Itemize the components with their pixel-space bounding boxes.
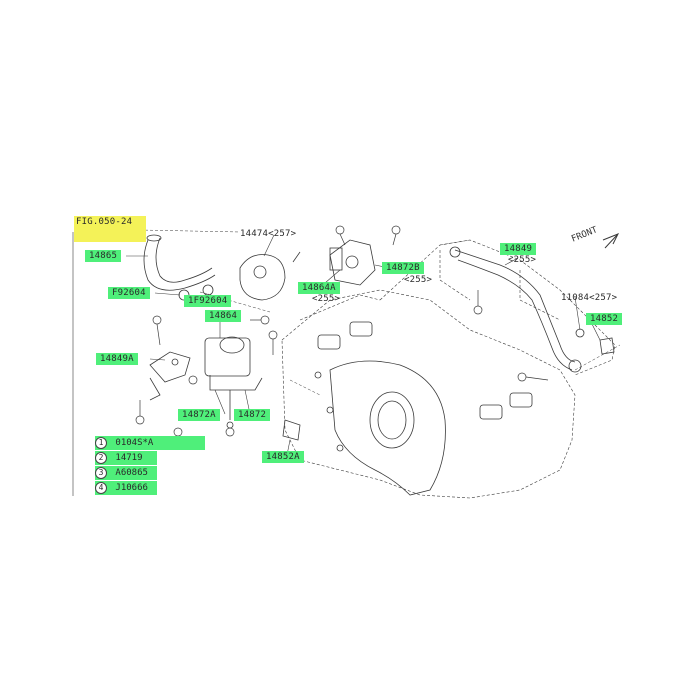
front-arrow-icon: [602, 233, 620, 249]
legend-code: 14719: [115, 453, 143, 463]
legend-code: 0104S*A: [115, 438, 154, 448]
legend-code: A60865: [115, 468, 148, 478]
gasket-14852A: [282, 419, 301, 441]
timing-cover: [314, 360, 446, 496]
clip-11084: [575, 328, 585, 338]
cylinder-head-ports: [317, 321, 533, 420]
bracket-14849A: [149, 351, 191, 401]
figure-reference[interactable]: FIG.050-24: [74, 216, 146, 242]
air-pipe-14849: [449, 246, 582, 373]
clamp-1F92604: [202, 284, 214, 296]
part-label-F92604[interactable]: F92604: [108, 287, 150, 299]
gasket-14852: [599, 337, 615, 355]
bolt-callouts: [135, 225, 549, 437]
part-label-14864[interactable]: 14864: [205, 310, 242, 322]
part-label-14852A[interactable]: 14852A: [262, 451, 304, 463]
part-label-14872[interactable]: 14872: [234, 409, 271, 421]
ref-label-14474[interactable]: 14474<257>: [240, 229, 297, 239]
legend-row-3[interactable]: 3 A60865: [95, 466, 157, 480]
part-label-1F92604[interactable]: 1F92604: [184, 295, 232, 307]
ref-label-255-a: <255>: [312, 294, 341, 304]
legend-number: 4: [95, 482, 107, 494]
ref-label-255-b: <255>: [404, 275, 433, 285]
leader-lines: [126, 234, 601, 456]
part-label-14864A[interactable]: 14864A: [298, 282, 340, 294]
part-label-14872A[interactable]: 14872A: [178, 409, 220, 421]
air-valve-14864A: [329, 239, 376, 286]
legend-number: 3: [95, 467, 107, 479]
legend-row-2[interactable]: 2 14719: [95, 451, 157, 465]
ref-label-255-c: <255>: [508, 255, 537, 265]
legend-row-1[interactable]: 1 0104S*A: [95, 436, 205, 450]
combination-valve-14474: [239, 251, 301, 301]
ref-label-11084[interactable]: 11084<257>: [561, 293, 618, 303]
legend-number: 1: [95, 437, 107, 449]
legend-code: J10666: [115, 483, 148, 493]
air-hose-14865: [143, 234, 216, 291]
legend-number: 2: [95, 452, 107, 464]
part-label-14852[interactable]: 14852: [586, 313, 623, 325]
part-label-14865[interactable]: 14865: [85, 250, 122, 262]
air-valve-14864: [204, 336, 263, 429]
part-label-14872B[interactable]: 14872B: [382, 262, 424, 274]
part-label-14849A[interactable]: 14849A: [96, 353, 138, 365]
part-label-14849[interactable]: 14849: [500, 243, 537, 255]
legend-row-4[interactable]: 4 J10666: [95, 481, 157, 495]
